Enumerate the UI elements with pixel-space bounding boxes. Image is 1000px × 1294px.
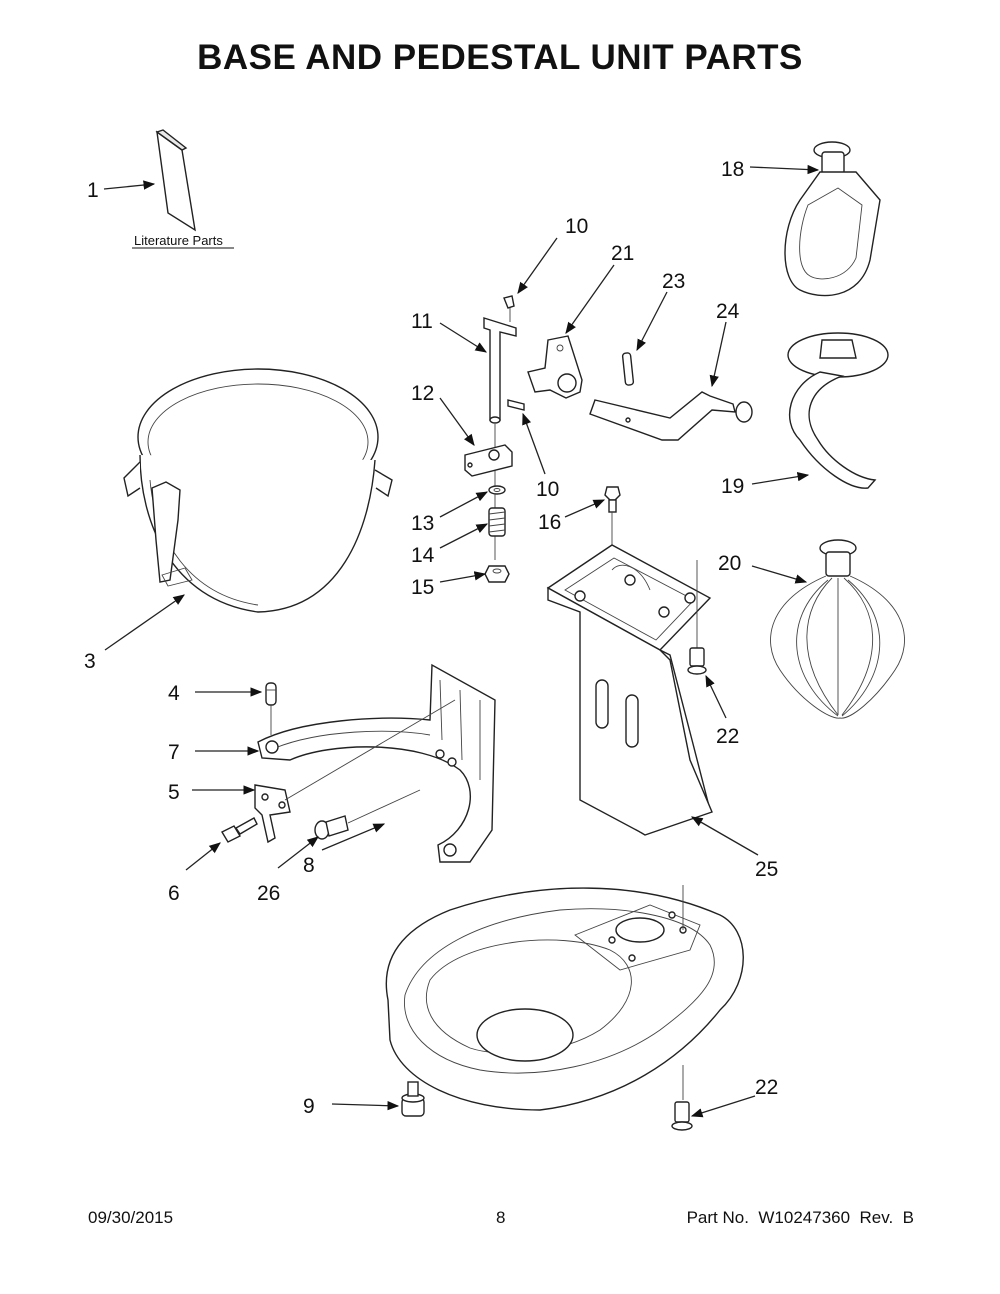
callout-26: 26	[257, 882, 280, 905]
screw-6-part	[221, 817, 258, 843]
flat-beater-part	[784, 141, 881, 297]
callout-11: 11	[411, 310, 433, 333]
callout-9: 9	[303, 1095, 315, 1118]
page-title: BASE AND PEDESTAL UNIT PARTS	[197, 38, 803, 77]
callout-18: 18	[721, 158, 744, 181]
spring-part	[488, 507, 506, 537]
screw-16-part	[604, 486, 621, 560]
lever-part	[527, 335, 583, 399]
callout-19: 19	[721, 475, 744, 498]
foot-part	[401, 1081, 425, 1117]
callout-22-upper: 22	[716, 725, 739, 748]
bowl-support-part	[257, 663, 496, 863]
literature-parts-label: Literature Parts	[134, 233, 223, 248]
base-part	[385, 885, 744, 1111]
callout-3: 3	[84, 650, 96, 673]
callout-1: 1	[87, 179, 99, 202]
dough-hook-part	[787, 332, 889, 489]
screw-22-upper-part	[687, 560, 707, 675]
callout-12: 12	[411, 382, 434, 405]
callout-5: 5	[168, 781, 180, 804]
leader-lines	[103, 164, 820, 1118]
pin-part	[265, 682, 277, 735]
footer-part-number: Part No. W10247360 Rev. B	[686, 1208, 914, 1227]
callout-13: 13	[411, 512, 434, 535]
washer-part	[488, 485, 506, 495]
callout-7: 7	[168, 741, 180, 764]
plate-bracket-part	[464, 444, 513, 477]
shaft-part	[483, 317, 517, 560]
wire-whip-part	[770, 539, 905, 719]
callout-8: 8	[303, 854, 315, 877]
footer-page-number: 8	[496, 1208, 506, 1227]
screw-22-lower-part	[671, 1101, 693, 1131]
nut-part	[484, 565, 510, 583]
callout-15: 15	[411, 576, 434, 599]
callout-4: 4	[168, 682, 180, 705]
callout-14: 14	[411, 544, 435, 567]
cotter-pin-top-part	[503, 295, 515, 322]
roll-pin-part	[621, 352, 635, 386]
crank-handle-part	[589, 391, 753, 441]
screw-26-part	[314, 789, 421, 840]
callout-24: 24	[716, 300, 740, 323]
bowl-part	[123, 368, 393, 613]
callout-23: 23	[662, 270, 685, 293]
footer-date: 09/30/2015	[88, 1208, 174, 1227]
callout-labels: 1 3 4 7 5 6 26 10 21 23 24 11 12 10 13 1…	[84, 158, 778, 1118]
pedestal-column-part	[546, 544, 713, 836]
callout-21: 21	[611, 242, 634, 265]
callout-6: 6	[168, 882, 180, 905]
cotter-pin-lower-part	[507, 399, 525, 411]
callout-10-top: 10	[565, 215, 588, 238]
callout-16: 16	[538, 511, 561, 534]
callout-10-lower: 10	[536, 478, 559, 501]
callout-20: 20	[718, 552, 741, 575]
bracket-part	[254, 699, 456, 844]
callout-25: 25	[755, 858, 778, 881]
literature-part	[132, 129, 234, 249]
callout-22-lower: 22	[755, 1076, 778, 1099]
